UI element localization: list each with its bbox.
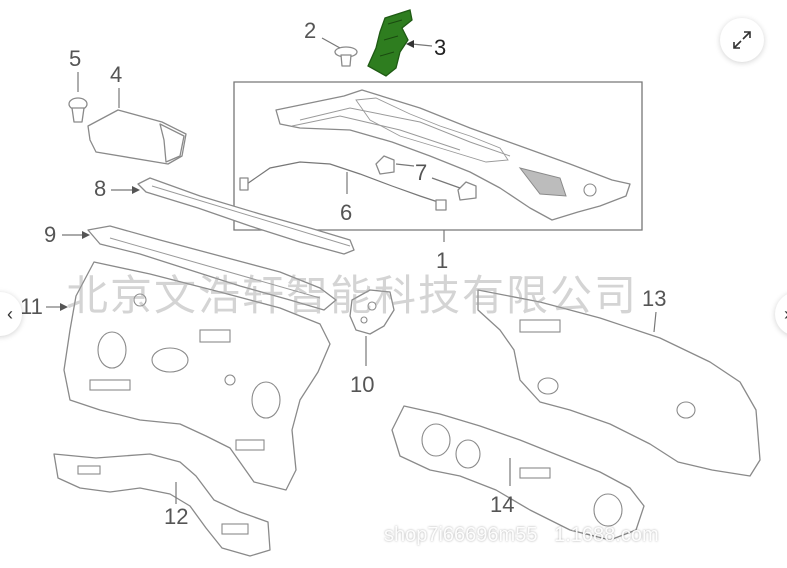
part-9-panel	[87, 225, 337, 311]
part-1-cowl-panel	[275, 89, 631, 221]
callout-9: 9	[44, 222, 56, 247]
callout-1: 1	[436, 248, 448, 273]
next-image-button[interactable]: ›	[775, 292, 787, 336]
previous-image-button[interactable]: ‹	[0, 292, 22, 336]
callout-13: 13	[642, 286, 666, 311]
part-13-insulator	[477, 289, 761, 477]
callout-11: 11	[20, 294, 43, 319]
part-7-nozzle-b	[457, 181, 477, 201]
expand-arrows-icon	[733, 31, 751, 49]
part-3-seal	[367, 9, 413, 77]
part-7-nozzle-a	[375, 155, 395, 175]
part-8-strip	[137, 177, 355, 255]
part-5-clip	[68, 97, 88, 123]
callout-12: 12	[164, 504, 188, 529]
callout-10: 10	[350, 372, 374, 397]
part-1-frame	[233, 81, 643, 231]
callout-8: 8	[94, 176, 106, 201]
callout-3: 3	[434, 35, 446, 60]
part-14-lower-panel	[391, 405, 645, 541]
callout-14: 14	[490, 492, 514, 517]
expand-button[interactable]	[720, 18, 764, 62]
callout-7: 7	[415, 160, 427, 185]
part-11-dash-panel	[63, 261, 331, 491]
chevron-right-icon: ›	[784, 304, 787, 325]
callout-6: 6	[340, 200, 352, 225]
part-4-cover	[87, 109, 187, 165]
callout-2: 2	[304, 18, 316, 43]
callout-5: 5	[69, 46, 81, 71]
part-10-bracket	[349, 289, 395, 335]
store-watermark: shop7i66696m55 1.1688.com	[384, 524, 659, 546]
part-2-clip	[334, 46, 358, 67]
callout-4: 4	[110, 62, 122, 87]
part-12-crossmember	[53, 453, 271, 557]
chevron-left-icon: ‹	[7, 303, 13, 324]
